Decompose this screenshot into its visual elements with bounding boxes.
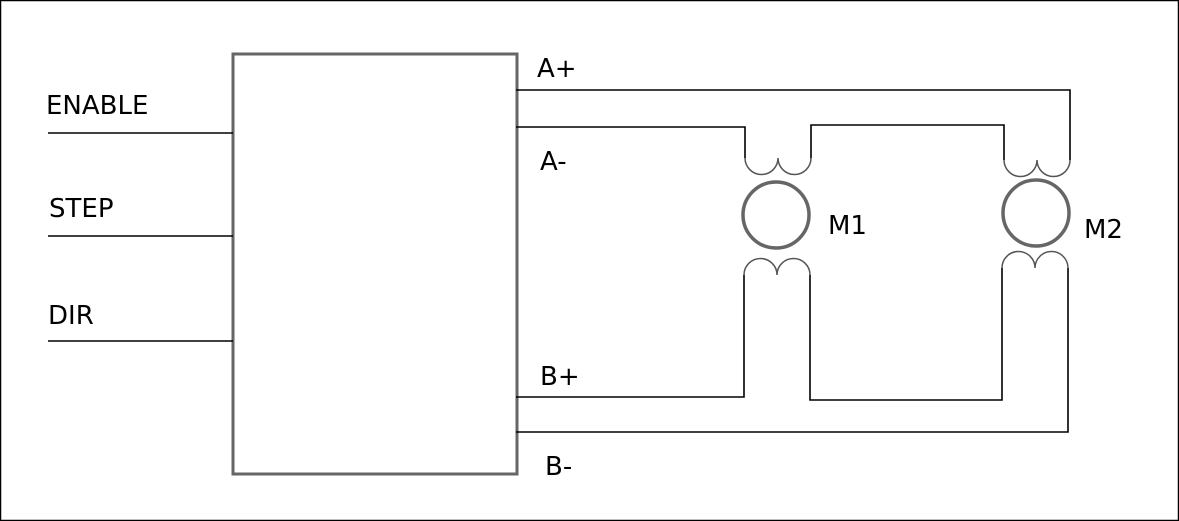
b-minus-label: B- [545, 452, 572, 482]
b-link-wire [809, 268, 1003, 401]
driver-box [231, 52, 519, 476]
a-link-wire [810, 124, 1005, 160]
m2-motor [1001, 178, 1071, 248]
m1-coil-a [744, 157, 812, 176]
a-plus-label: A+ [537, 54, 577, 84]
m1-motor [741, 180, 811, 250]
a-plus-wire [516, 89, 1071, 160]
step-label: STEP [49, 194, 114, 224]
b-plus-label: B+ [540, 362, 580, 392]
m2-coil-b [1001, 250, 1069, 269]
dir-label: DIR [48, 301, 94, 331]
m2-coil-a [1003, 159, 1071, 178]
a-minus-wire [516, 126, 746, 158]
m1-coil-b [743, 257, 811, 276]
b-plus-wire [516, 275, 745, 398]
m1-label: M1 [828, 211, 867, 241]
b-minus-wire [516, 268, 1069, 433]
enable-label: ENABLE [46, 91, 148, 121]
a-minus-label: A- [540, 147, 567, 177]
m2-label: M2 [1084, 215, 1123, 245]
